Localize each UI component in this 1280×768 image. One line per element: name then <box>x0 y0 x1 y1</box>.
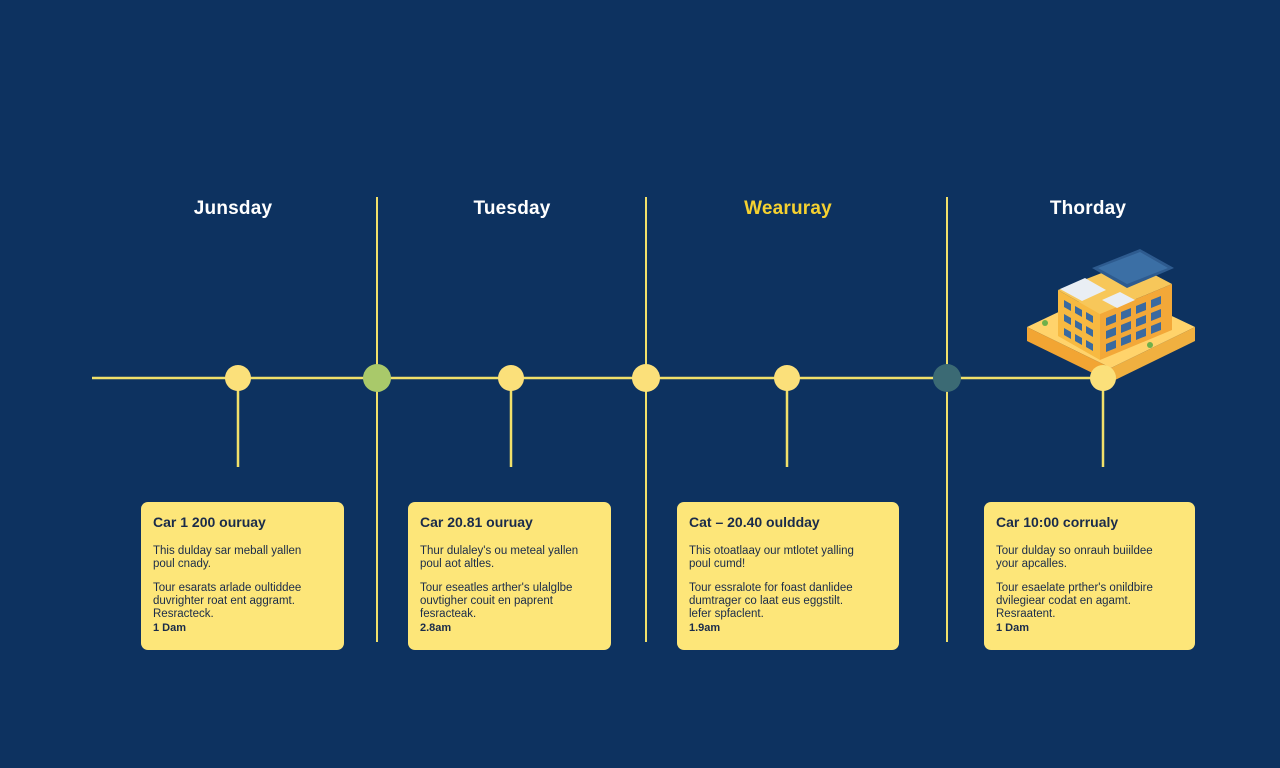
building-part <box>1121 308 1131 320</box>
building-part <box>1106 327 1116 339</box>
building-part <box>1121 321 1131 333</box>
card-title: Car 20.81 ouruay <box>420 514 533 530</box>
building-part <box>1102 292 1135 308</box>
day-label-3: Wearuray <box>744 198 832 219</box>
building-part <box>1064 300 1071 311</box>
building-part <box>1151 309 1161 321</box>
day-label-1: Junsday <box>193 198 273 219</box>
isometric-building-icon <box>1027 249 1195 382</box>
building-part <box>1086 326 1093 337</box>
separator-node-2 <box>632 364 660 392</box>
separator-node-1 <box>363 364 391 392</box>
card-line: poul cumd! <box>689 558 746 570</box>
event-card-4: Car 10:00 corrualy Tour dulday so onrauh… <box>984 502 1195 650</box>
card-details: Tour essralote for foast danlidee dumtra… <box>689 582 889 621</box>
building-part <box>1147 342 1153 348</box>
card-description: Thur dulaley's ou meteal yallen poul aot… <box>420 545 601 571</box>
building-part <box>1086 312 1093 323</box>
card-line: Thur dulaley's ou meteal yallen <box>420 545 579 557</box>
card-details: Tour esarats arlade oultiddee duvrighter… <box>153 582 334 621</box>
card-line: This otoatlaay our mtlotet yalling <box>689 545 854 557</box>
building-part <box>1111 327 1195 382</box>
card-line: fesracteak. <box>420 608 477 620</box>
card-line: Tour esarats arlade oultiddee <box>153 582 302 594</box>
card-line: duvrighter roat ent aggramt. <box>153 595 295 607</box>
card-line: dvilegiear codat en agamt. <box>996 595 1131 607</box>
card-title: Car 10:00 corrualy <box>996 514 1119 530</box>
card-line: poul cnady. <box>153 558 211 570</box>
card-details: Tour eseatles arther's ulalglbe ouvtighe… <box>420 582 601 621</box>
building-part <box>1086 340 1093 351</box>
building-part <box>1121 334 1131 346</box>
separator-node-3 <box>933 364 961 392</box>
card-line: poul aot altles. <box>420 558 495 570</box>
card-line: This dulday sar meball yallen <box>153 545 302 557</box>
card-time: 2.8am <box>420 622 452 634</box>
card-description: This dulday sar meball yallen poul cnady… <box>153 545 334 571</box>
card-line: lefer spfaclent. <box>689 608 764 620</box>
day-label-2: Tuesday <box>473 198 551 219</box>
card-line: Tour dulday so onrauh buiildee <box>996 545 1153 557</box>
building-part <box>1136 302 1146 314</box>
building-part <box>1075 320 1082 331</box>
event-card-1: Car 1 200 ouruay This dulday sar meball … <box>141 502 344 650</box>
card-description: Tour dulday so onrauh buiildee your apca… <box>996 545 1185 571</box>
event-card-2: Car 20.81 ouruay Thur dulaley's ou metea… <box>408 502 611 650</box>
card-line: ouvtigher couit en paprent <box>420 595 553 607</box>
card-line: Tour eseatles arther's ulalglbe <box>420 582 573 594</box>
building-part <box>1151 322 1161 334</box>
card-description: This otoatlaay our mtlotet yalling poul … <box>689 545 889 571</box>
event-node-1 <box>225 365 251 391</box>
card-line: Tour esaelate prther's onildbire <box>996 582 1153 594</box>
building-part <box>1106 314 1116 326</box>
building-part <box>1106 340 1116 352</box>
event-node-2 <box>498 365 524 391</box>
day-label-4: Thorday <box>1049 198 1127 219</box>
event-node-3 <box>774 365 800 391</box>
building-part <box>1075 306 1082 317</box>
building-part <box>1027 327 1111 382</box>
building-part <box>1042 320 1048 326</box>
card-title: Cat – 20.40 ouldday <box>689 514 820 530</box>
card-time: 1.9am <box>689 622 721 634</box>
card-line: Resraatent. <box>996 608 1056 620</box>
card-time: 1 Dam <box>153 622 187 634</box>
building-part <box>1136 328 1146 340</box>
event-card-3: Cat – 20.40 ouldday This otoatlaay our m… <box>677 502 899 650</box>
building-part <box>1060 278 1106 301</box>
card-line: dumtrager co laat eus eggstilt. <box>689 595 844 607</box>
building-part <box>1064 314 1071 325</box>
card-line: Tour essralote for foast danlidee <box>689 582 853 594</box>
card-line: Resracteck. <box>153 608 214 620</box>
event-node-4 <box>1090 365 1116 391</box>
card-title: Car 1 200 ouruay <box>153 514 266 530</box>
card-line: your apcalles. <box>996 558 1067 570</box>
building-part <box>1151 296 1161 308</box>
building-part <box>1064 328 1071 339</box>
building-part <box>1098 252 1168 284</box>
building-part <box>1136 315 1146 327</box>
card-details: Tour esaelate prther's onildbire dvilegi… <box>996 582 1185 621</box>
building-part <box>1075 334 1082 345</box>
card-time: 1 Dam <box>996 622 1030 634</box>
